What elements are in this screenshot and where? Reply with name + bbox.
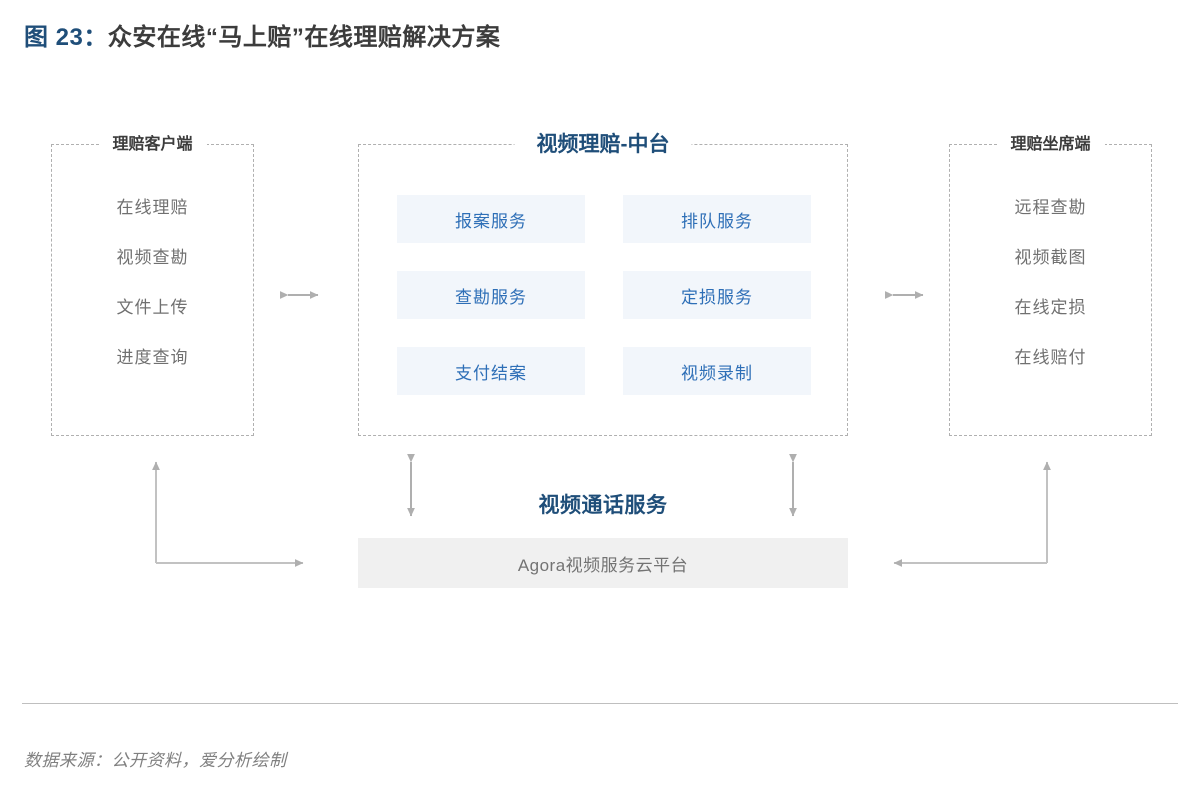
video-call-service-title: 视频通话服务 xyxy=(538,494,668,517)
figure-title-text: 众安在线“马上赔”在线理赔解决方案 xyxy=(107,24,501,51)
list-item[interactable]: 进度查询 xyxy=(116,348,189,367)
panel-claim-agent-title: 理赔坐席端 xyxy=(996,131,1105,159)
service-tile[interactable]: 排队服务 xyxy=(623,195,811,243)
list-item[interactable]: 远程查勘 xyxy=(1014,198,1087,217)
diagram-canvas: 理赔客户端 在线理赔 视频查勘 文件上传 进度查询 视频理赔-中台 报案服务 排… xyxy=(51,128,1152,588)
list-item[interactable]: 文件上传 xyxy=(116,298,189,317)
service-tile-grid: 报案服务 排队服务 查勘服务 定损服务 支付结案 视频录制 xyxy=(397,195,811,395)
panel-video-claim-midplatform-title: 视频理赔-中台 xyxy=(514,128,692,162)
service-tile[interactable]: 查勘服务 xyxy=(397,271,585,319)
agora-platform-box[interactable]: Agora视频服务云平台 xyxy=(358,538,848,588)
arrow-platform-to-left-client xyxy=(152,461,304,567)
panel-video-claim-midplatform: 视频理赔-中台 报案服务 排队服务 查勘服务 定损服务 支付结案 视频录制 xyxy=(358,128,848,436)
list-item[interactable]: 视频查勘 xyxy=(116,248,189,267)
footer-divider xyxy=(22,703,1178,704)
claim-client-list: 在线理赔 视频查勘 文件上传 进度查询 xyxy=(52,193,253,368)
list-item[interactable]: 视频截图 xyxy=(1014,248,1087,267)
panel-claim-agent: 理赔坐席端 远程查勘 视频截图 在线定损 在线赔付 xyxy=(949,131,1152,436)
list-item[interactable]: 在线赔付 xyxy=(1014,348,1087,367)
service-tile[interactable]: 视频录制 xyxy=(623,347,811,395)
source-note: 数据来源：公开资料，爱分析绘制 xyxy=(24,751,287,770)
claim-agent-list: 远程查勘 视频截图 在线定损 在线赔付 xyxy=(950,193,1151,368)
arrow-platform-to-right-agent xyxy=(893,461,1051,567)
list-item[interactable]: 在线理赔 xyxy=(116,198,189,217)
list-item[interactable]: 在线定损 xyxy=(1014,298,1087,317)
service-tile[interactable]: 支付结案 xyxy=(397,347,585,395)
page-title: 图 23：众安在线“马上赔”在线理赔解决方案 xyxy=(24,17,500,52)
figure-number: 图 23： xyxy=(24,24,108,51)
service-tile[interactable]: 定损服务 xyxy=(623,271,811,319)
panel-claim-client: 理赔客户端 在线理赔 视频查勘 文件上传 进度查询 xyxy=(51,131,254,436)
panel-claim-client-title: 理赔客户端 xyxy=(98,131,207,159)
service-tile[interactable]: 报案服务 xyxy=(397,195,585,243)
